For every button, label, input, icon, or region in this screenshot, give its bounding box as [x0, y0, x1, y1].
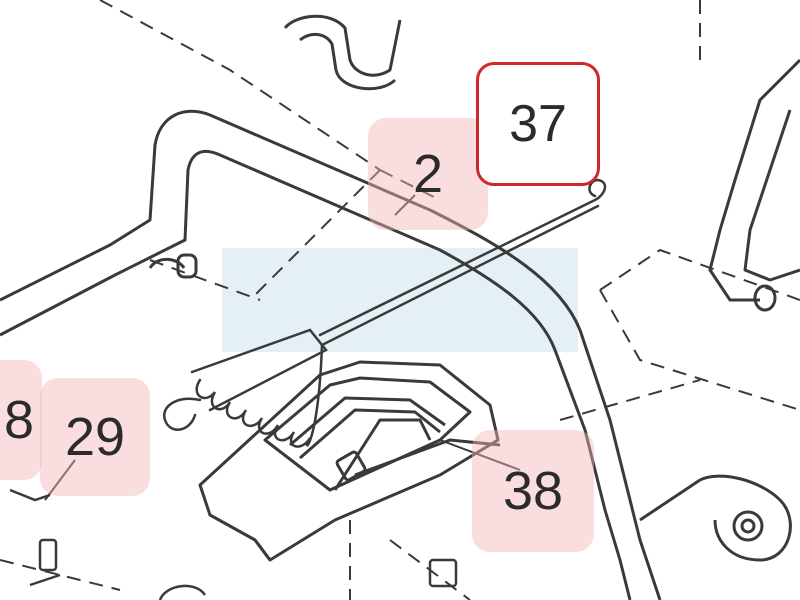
coil-spring — [190, 328, 328, 448]
callout-37-label: 37 — [509, 95, 567, 153]
callout-8-label: 8 — [3, 390, 34, 450]
callout-8[interactable]: 8 — [0, 360, 42, 480]
callout-29[interactable]: 29 — [40, 378, 150, 496]
spring-and-rod — [163, 178, 607, 448]
top-bracket-outline — [283, 14, 402, 91]
callout-2-label: 2 — [412, 144, 444, 204]
callout-38-label: 38 — [502, 461, 564, 521]
pedal-plate — [198, 360, 501, 562]
right-frame-part — [639, 58, 800, 562]
callout-37-selected[interactable]: 37 — [476, 62, 600, 186]
handle-frame-tube — [0, 109, 662, 600]
callout-29-label: 29 — [64, 407, 126, 467]
callout-38[interactable]: 38 — [472, 430, 594, 552]
callout-2[interactable]: 2 — [368, 118, 488, 230]
small-hardware — [9, 488, 458, 600]
